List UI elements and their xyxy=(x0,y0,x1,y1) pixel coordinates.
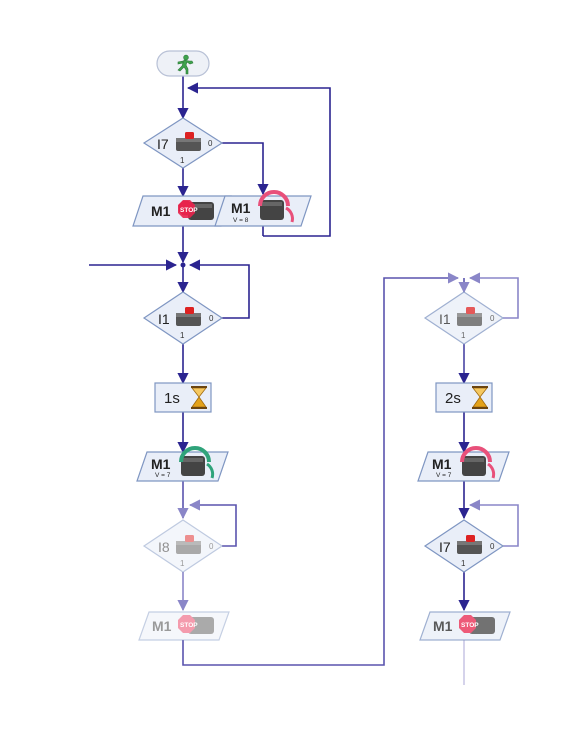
motor-speed: V = 7 xyxy=(155,472,171,479)
motor-ccw-top[interactable]: M1 V = 8 xyxy=(214,190,312,227)
wait-2s[interactable]: 2s xyxy=(435,382,493,413)
branch-i1-left[interactable]: I1 0 1 xyxy=(142,291,224,345)
branch-output-one: 1 xyxy=(461,331,466,340)
motor-ccw-right[interactable]: M1 V = 7 xyxy=(417,446,510,482)
running-figure-icon xyxy=(177,54,194,75)
stop-badge-text: STOP xyxy=(461,622,479,629)
motor-cw-icon xyxy=(179,446,215,479)
branch-output-zero: 0 xyxy=(490,314,495,323)
motor-speed: V = 7 xyxy=(436,472,452,479)
stop-icon xyxy=(178,615,195,633)
hourglass-icon xyxy=(472,386,488,409)
switch-icon xyxy=(176,535,201,554)
wait-duration: 2s xyxy=(445,390,461,407)
switch-icon xyxy=(176,307,201,326)
start-node[interactable] xyxy=(156,50,210,77)
wait-duration: 1s xyxy=(164,390,180,407)
connector-i8-loop xyxy=(188,499,237,547)
branch-output-one: 1 xyxy=(461,559,466,568)
motor-label: M1 xyxy=(231,200,251,216)
motor-label: M1 xyxy=(151,456,171,472)
switch-icon xyxy=(176,132,201,151)
motor-ccw-icon xyxy=(460,446,496,479)
motor-stop-right[interactable]: M1 STOP xyxy=(419,611,511,641)
motor-label: M1 xyxy=(151,203,171,219)
connector-loop-top xyxy=(186,82,331,237)
branch-input-label: I8 xyxy=(158,539,170,555)
motor-stop-left[interactable]: M1 STOP xyxy=(138,611,230,641)
motor-label: M1 xyxy=(433,618,453,634)
hourglass-icon xyxy=(191,386,207,409)
motor-ccw-icon xyxy=(258,190,294,223)
connector-i1-left-loop xyxy=(188,259,250,319)
connector-i7-right-loop xyxy=(468,499,519,547)
branch-input-label: I7 xyxy=(157,136,169,152)
branch-output-zero: 0 xyxy=(209,314,214,323)
stop-icon xyxy=(178,200,195,218)
switch-icon xyxy=(457,307,482,326)
motor-icon xyxy=(188,617,214,634)
motor-cw-left[interactable]: M1 V = 7 xyxy=(136,446,229,482)
branch-output-zero: 0 xyxy=(490,542,495,551)
connector-i1-right-loop xyxy=(468,272,519,319)
motor-label: M1 xyxy=(152,618,172,634)
stop-badge-text: STOP xyxy=(180,622,198,629)
branch-output-one: 1 xyxy=(180,156,185,165)
branch-input-label: I1 xyxy=(158,311,170,327)
wait-1s[interactable]: 1s xyxy=(154,382,212,413)
branch-i8-left[interactable]: I8 0 1 xyxy=(142,519,224,573)
branch-output-one: 1 xyxy=(180,559,185,568)
branch-i7-right[interactable]: I7 0 1 xyxy=(423,519,505,573)
branch-output-zero: 0 xyxy=(208,139,213,148)
branch-input-label: I7 xyxy=(439,539,451,555)
branch-output-zero: 0 xyxy=(209,542,214,551)
branch-input-label: I1 xyxy=(439,311,451,327)
branch-output-one: 1 xyxy=(180,331,185,340)
connectors xyxy=(88,76,519,693)
connector-i7-to-ccw xyxy=(222,142,269,196)
motor-label: M1 xyxy=(432,456,452,472)
stop-icon xyxy=(459,615,476,633)
junction-dot xyxy=(180,262,186,268)
stop-badge-text: STOP xyxy=(180,207,198,214)
motor-stop-top[interactable]: M1 STOP xyxy=(132,195,232,227)
branch-i1-right[interactable]: I1 0 1 xyxy=(423,291,505,345)
switch-icon xyxy=(457,535,482,554)
branch-i7-top[interactable]: I7 0 1 xyxy=(142,117,224,169)
motor-speed: V = 8 xyxy=(233,217,249,224)
connector-left-to-right-column xyxy=(182,272,460,666)
